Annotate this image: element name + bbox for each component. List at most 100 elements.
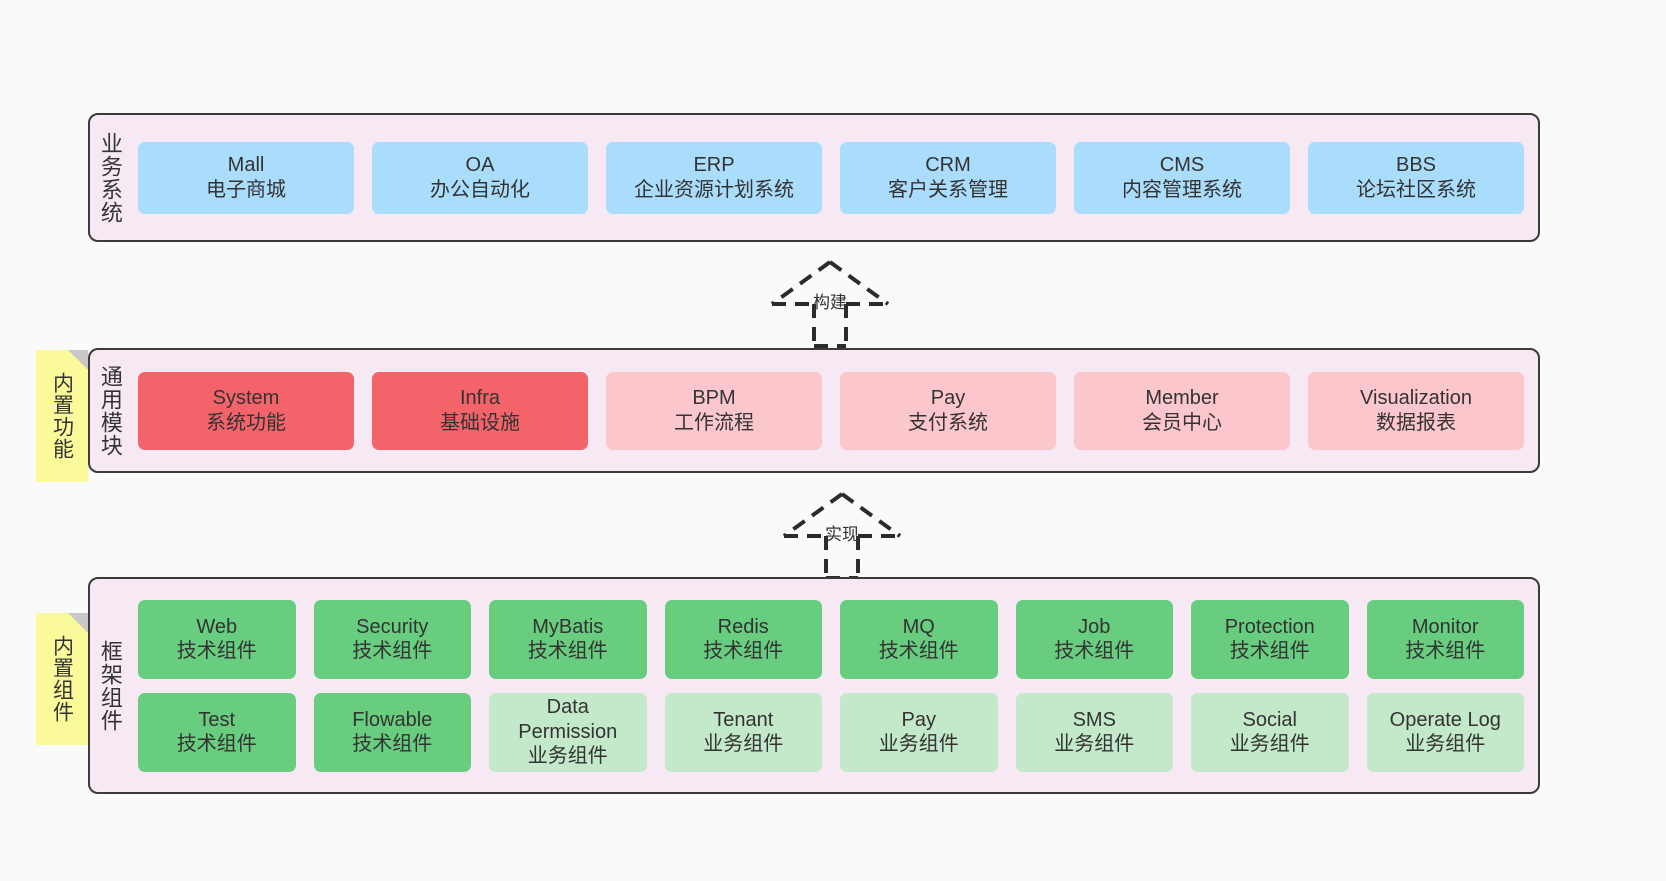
node-subtitle: 技术组件: [352, 733, 433, 755]
node-job[interactable]: Job 技术组件: [1015, 599, 1173, 679]
node-protection[interactable]: Protection 技术组件: [1191, 599, 1349, 679]
node-visualization[interactable]: Visualization 数据报表: [1308, 371, 1524, 450]
node-title: Job: [1078, 615, 1111, 638]
node-subtitle: 论坛社区系统: [1356, 178, 1476, 201]
layer-body-framework-components: Web 技术组件 Security 技术组件 MyBatis 技术组件 Redi…: [130, 579, 1538, 792]
node-title: Social: [1242, 708, 1297, 731]
node-title: Flowable: [352, 708, 433, 731]
node-title: Data Permission: [518, 696, 618, 743]
node-title: ERP: [693, 154, 735, 177]
note-text: 内置功能: [50, 372, 74, 460]
node-title: MyBatis: [532, 615, 604, 638]
node-member[interactable]: Member 会员中心: [1074, 371, 1290, 450]
node-title: Visualization: [1360, 387, 1472, 410]
node-title: SMS: [1072, 708, 1116, 731]
note-text: 内置组件: [50, 635, 74, 723]
node-operate-log[interactable]: Operate Log 业务组件: [1366, 692, 1524, 772]
node-subtitle: 支付系统: [908, 411, 988, 434]
node-title: Mall: [227, 154, 265, 177]
node-monitor[interactable]: Monitor 技术组件: [1366, 599, 1524, 679]
layer-title-framework-components: 框架组件: [97, 639, 123, 732]
node-subtitle: 业务组件: [878, 733, 959, 755]
node-title: Pay: [901, 708, 936, 731]
node-title: System: [212, 387, 280, 410]
node-title: BBS: [1395, 154, 1437, 177]
layer-row: Mall 电子商城 OA 办公自动化 ERP 企业资源计划系统 CRM 客户关系…: [138, 141, 1524, 214]
node-oa[interactable]: OA 办公自动化: [372, 141, 588, 214]
node-subtitle: 系统功能: [206, 411, 286, 434]
node-title: Web: [196, 615, 238, 638]
node-subtitle: 业务组件: [1054, 733, 1135, 755]
node-title: Operate Log: [1389, 708, 1501, 731]
node-cms[interactable]: CMS 内容管理系统: [1074, 141, 1290, 214]
node-redis[interactable]: Redis 技术组件: [664, 599, 822, 679]
layer-row: System 系统功能 Infra 基础设施 BPM 工作流程 Pay 支付系统…: [138, 371, 1524, 450]
folded-corner-icon: [68, 350, 88, 370]
node-web[interactable]: Web 技术组件: [138, 599, 296, 679]
node-subtitle: 办公自动化: [430, 178, 530, 201]
node-test[interactable]: Test 技术组件: [138, 692, 296, 772]
node-title: CRM: [925, 154, 971, 177]
node-title: Tenant: [713, 708, 774, 731]
node-bbs[interactable]: BBS 论坛社区系统: [1308, 141, 1524, 214]
node-subtitle: 电子商城: [206, 178, 286, 201]
note-builtin-components: 内置组件: [36, 613, 88, 745]
node-title: Pay: [930, 387, 966, 410]
node-pay[interactable]: Pay 支付系统: [840, 371, 1056, 450]
node-mall[interactable]: Mall 电子商城: [138, 141, 354, 214]
node-subtitle: 基础设施: [440, 411, 520, 434]
node-subtitle: 企业资源计划系统: [634, 178, 794, 201]
node-subtitle: 业务组件: [1405, 733, 1486, 755]
layer-title-common-modules: 通用模块: [97, 364, 123, 457]
node-erp[interactable]: ERP 企业资源计划系统: [606, 141, 822, 214]
layer-body-common-modules: System 系统功能 Infra 基础设施 BPM 工作流程 Pay 支付系统…: [130, 350, 1538, 471]
node-title: Infra: [459, 387, 501, 410]
node-mq[interactable]: MQ 技术组件: [840, 599, 998, 679]
node-social[interactable]: Social 业务组件: [1191, 692, 1349, 772]
node-pay-component[interactable]: Pay 业务组件: [840, 692, 998, 772]
node-subtitle: 工作流程: [674, 411, 754, 434]
node-subtitle: 技术组件: [1405, 640, 1486, 662]
node-subtitle: 内容管理系统: [1122, 178, 1242, 201]
node-title: Test: [198, 708, 236, 731]
node-subtitle: 技术组件: [878, 640, 959, 662]
node-subtitle: 技术组件: [527, 640, 608, 662]
node-flowable[interactable]: Flowable 技术组件: [313, 692, 471, 772]
node-tenant[interactable]: Tenant 业务组件: [664, 692, 822, 772]
node-title: Protection: [1224, 615, 1315, 638]
connector-build-arrow: 构建: [760, 258, 900, 350]
node-subtitle: 技术组件: [1054, 640, 1135, 662]
node-bpm[interactable]: BPM 工作流程: [606, 371, 822, 450]
node-data-permission[interactable]: Data Permission 业务组件: [489, 692, 647, 772]
layer-common-modules: 通用模块 System 系统功能 Infra 基础设施 BPM 工作流程 Pay…: [88, 348, 1540, 473]
node-title: Redis: [717, 615, 769, 638]
node-subtitle: 技术组件: [703, 640, 784, 662]
layer-row: Test 技术组件 Flowable 技术组件 Data Permission …: [138, 692, 1524, 772]
node-subtitle: 数据报表: [1376, 411, 1456, 434]
node-mybatis[interactable]: MyBatis 技术组件: [489, 599, 647, 679]
node-subtitle: 技术组件: [176, 640, 257, 662]
node-subtitle: 技术组件: [352, 640, 433, 662]
node-infra[interactable]: Infra 基础设施: [372, 371, 588, 450]
node-system[interactable]: System 系统功能: [138, 371, 354, 450]
node-subtitle: 技术组件: [1229, 640, 1310, 662]
node-sms[interactable]: SMS 业务组件: [1015, 692, 1173, 772]
node-title: CMS: [1159, 154, 1205, 177]
node-title: MQ: [902, 615, 935, 638]
connector-implement-arrow: 实现: [772, 490, 912, 582]
node-subtitle: 业务组件: [527, 745, 608, 768]
node-subtitle: 技术组件: [176, 733, 257, 755]
node-title: Member: [1145, 387, 1219, 410]
layer-business-system: 业务系统 Mall 电子商城 OA 办公自动化 ERP 企业资源计划系统 CRM…: [88, 113, 1540, 242]
folded-corner-icon: [68, 613, 88, 633]
node-subtitle: 客户关系管理: [888, 178, 1008, 201]
node-security[interactable]: Security 技术组件: [313, 599, 471, 679]
layer-body-business-system: Mall 电子商城 OA 办公自动化 ERP 企业资源计划系统 CRM 客户关系…: [130, 115, 1538, 240]
node-subtitle: 业务组件: [703, 733, 784, 755]
node-crm[interactable]: CRM 客户关系管理: [840, 141, 1056, 214]
node-title: Monitor: [1411, 615, 1479, 638]
connector-implement-label: 实现: [825, 525, 859, 544]
layer-row: Web 技术组件 Security 技术组件 MyBatis 技术组件 Redi…: [138, 599, 1524, 679]
note-builtin-features: 内置功能: [36, 350, 88, 482]
